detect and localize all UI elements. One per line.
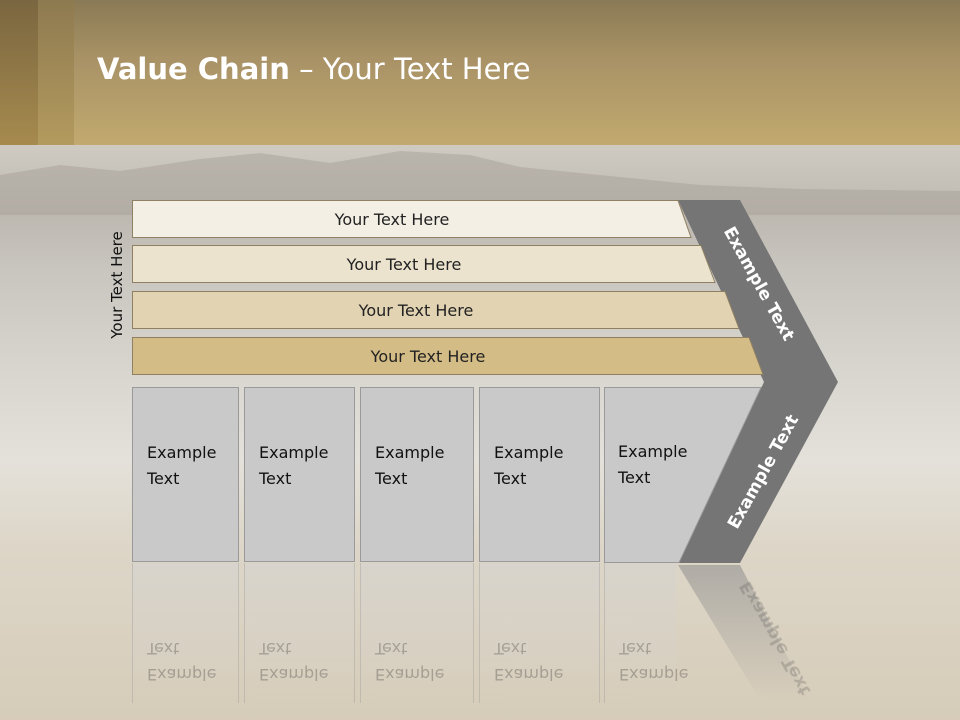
- reflection-label: Example Text: [375, 639, 445, 684]
- chevron-reflection: [678, 565, 810, 700]
- row-label: Your Text Here: [334, 209, 450, 229]
- row-shape: [132, 200, 692, 238]
- slide-title: Value Chain – Your Text Here: [97, 52, 531, 96]
- row-label: Your Text Here: [346, 254, 462, 274]
- title-bold: Value Chain: [97, 52, 290, 86]
- activity-box-1: Example Text: [132, 387, 239, 562]
- box-reflection: Example Text: [360, 563, 474, 703]
- value-row-2: Your Text Here: [132, 245, 716, 283]
- value-row-3: Your Text Here: [132, 291, 740, 329]
- box-label: Example Text: [375, 443, 445, 488]
- box-reflection: Example Text: [604, 563, 688, 703]
- reflection-label: Example Text: [619, 639, 689, 684]
- background-hills: [0, 151, 960, 215]
- activity-box-5: [604, 387, 762, 563]
- box-reflection: Example Text: [479, 563, 600, 703]
- reflection-label: Example Text: [494, 639, 564, 684]
- title-bar: [0, 0, 960, 145]
- reflection-label: Example Text: [147, 639, 217, 684]
- title-rest: – Your Text Here: [289, 52, 531, 86]
- row-label: Your Text Here: [370, 346, 486, 366]
- value-row-4: Your Text Here: [132, 337, 764, 375]
- box-reflection: Example Text: [132, 563, 239, 703]
- accent-band: [0, 0, 38, 145]
- row-shape: [132, 245, 716, 283]
- row-shape: [132, 291, 740, 329]
- value-row-1: Your Text Here: [132, 200, 692, 238]
- activity-box-4: Example Text: [479, 387, 600, 562]
- activity-box-2: Example Text: [244, 387, 355, 562]
- activity-box-5-text: Example Text: [604, 387, 704, 562]
- box-label: Example Text: [259, 443, 329, 488]
- box-label: Example Text: [618, 442, 688, 487]
- row-label: Your Text Here: [358, 300, 474, 320]
- reflection-label: Example Text: [259, 639, 329, 684]
- box-reflection: Example Text: [244, 563, 355, 703]
- accent-band: [38, 0, 74, 145]
- activity-box-3: Example Text: [360, 387, 474, 562]
- box-label: Example Text: [147, 443, 217, 488]
- row-shape: [132, 337, 764, 375]
- box-label: Example Text: [494, 443, 564, 488]
- chevron-shape: [678, 200, 838, 563]
